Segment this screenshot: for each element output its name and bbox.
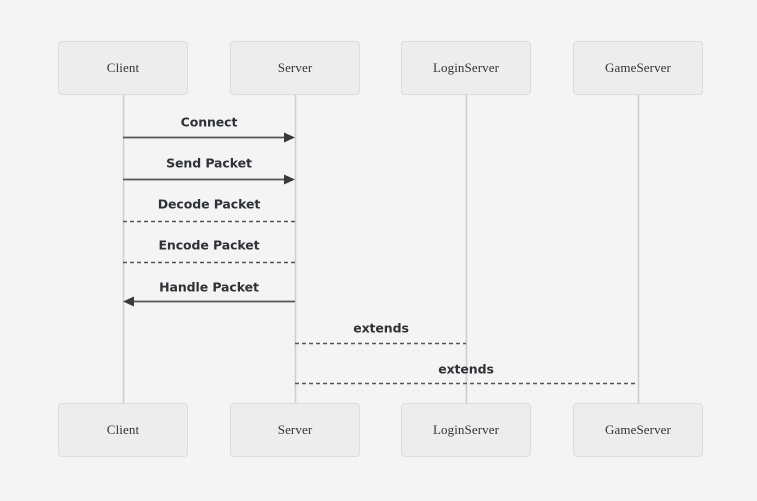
actor-box-client-bottom[interactable]: Client <box>58 403 188 457</box>
actor-box-gameserver-bottom[interactable]: GameServer <box>573 403 703 457</box>
arrowhead-connect <box>284 132 295 143</box>
message-lines-group <box>123 132 638 385</box>
message-label-extends-loginserver: extends <box>353 320 409 336</box>
message-label-handle-packet: Handle Packet <box>159 279 259 295</box>
actor-box-loginserver-bottom[interactable]: LoginServer <box>401 403 531 457</box>
message-label-extends-gameserver: extends <box>438 361 494 377</box>
message-label-connect: Connect <box>180 114 238 130</box>
message-label-decode-packet: Decode Packet <box>157 196 261 212</box>
arrowhead-handle-packet <box>123 296 134 307</box>
actor-box-client-top[interactable]: Client <box>58 41 188 95</box>
actor-label-gameserver-bottom: GameServer <box>605 422 671 437</box>
actor-label-loginserver-bottom: LoginServer <box>432 422 500 437</box>
message-label-send-packet: Send Packet <box>166 155 252 171</box>
actor-label-client-top: Client <box>106 60 140 75</box>
actor-label-client-bottom: Client <box>106 422 140 437</box>
actor-label-server-bottom: Server <box>277 422 313 437</box>
actor-label-loginserver-top: LoginServer <box>432 60 500 75</box>
actor-label-gameserver-top: GameServer <box>605 60 671 75</box>
message-label-encode-packet: Encode Packet <box>158 237 260 253</box>
lifelines-group <box>122 95 640 403</box>
actor-box-loginserver-top[interactable]: LoginServer <box>401 41 531 95</box>
actor-box-gameserver-top[interactable]: GameServer <box>573 41 703 95</box>
arrowhead-send-packet <box>284 174 295 185</box>
actor-box-server-top[interactable]: Server <box>230 41 360 95</box>
actor-label-server-top: Server <box>277 60 313 75</box>
actor-box-server-bottom[interactable]: Server <box>230 403 360 457</box>
